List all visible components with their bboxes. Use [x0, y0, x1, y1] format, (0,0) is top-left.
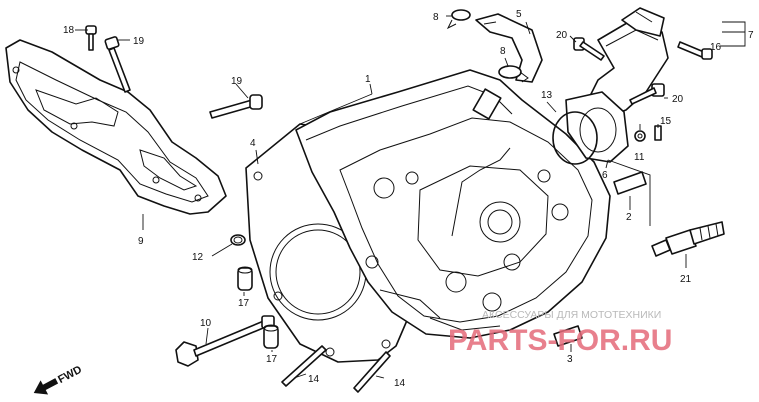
callout-16: 16: [710, 42, 722, 53]
part-8-clamp-lower: [498, 65, 529, 83]
part-1-cylinder-head: [295, 69, 611, 339]
callout-20-upper: 20: [556, 30, 568, 41]
leader-lines: [75, 15, 746, 379]
callout-labels: 1 2 3 4 5 6 7 8 8 9 10 11 12 13 14 14 15…: [63, 9, 754, 389]
part-15-screw: [654, 125, 662, 141]
part-19-bolt-upper: [104, 36, 131, 93]
part-9-side-cover: [5, 39, 227, 215]
part-20-bolt-upper: [573, 37, 605, 61]
part-21-spark-plug: [651, 221, 725, 257]
callout-17-lower: 17: [266, 354, 278, 365]
callout-14-left: 14: [308, 374, 320, 385]
part-20-bolt-lower: [629, 83, 665, 105]
callout-19-upper: 19: [133, 36, 145, 47]
callout-20-lower: 20: [672, 94, 684, 105]
callout-12: 12: [192, 252, 204, 263]
callout-13: 13: [541, 90, 553, 101]
part-2-dowel: [613, 171, 647, 195]
watermark-brand: PARTS-FOR.RU: [448, 324, 672, 357]
callout-9: 9: [138, 236, 144, 247]
part-7-intake-pipe: [587, 7, 669, 119]
callout-14-right: 14: [394, 378, 406, 389]
callout-4: 4: [250, 138, 256, 149]
watermark-subtitle: АКСЕССУАРЫ ДЛЯ МОТОТЕХНИКИ: [482, 309, 661, 321]
part-17-dowel-upper: [237, 266, 253, 291]
callout-8-upper: 8: [433, 12, 439, 23]
callout-17-upper: 17: [238, 298, 250, 309]
callout-8-lower: 8: [500, 46, 506, 57]
callout-5: 5: [516, 9, 522, 20]
callout-11: 11: [634, 152, 645, 163]
part-16-bolt: [677, 41, 713, 60]
callout-10: 10: [200, 318, 212, 329]
callout-19-middle: 19: [231, 76, 243, 87]
part-19-bolt-middle: [209, 94, 263, 119]
callout-2: 2: [626, 212, 632, 223]
part-11-washer: [634, 130, 646, 142]
callout-15: 15: [660, 116, 672, 127]
part-17-dowel-lower: [263, 324, 279, 349]
callout-3: 3: [567, 354, 573, 365]
callout-21: 21: [680, 274, 692, 285]
part-10-bolt: [175, 315, 275, 367]
part-8-clamp-upper: [446, 9, 471, 30]
callout-1: 1: [365, 74, 371, 85]
part-18-bolt: [85, 25, 97, 51]
callout-6: 6: [602, 170, 608, 181]
fwd-arrow-icon: FWD: [33, 364, 84, 395]
part-6-insulator: [565, 91, 629, 163]
part-14-stud-left: [281, 345, 327, 387]
fwd-label: FWD: [56, 364, 84, 386]
watermark: АКСЕССУАРЫ ДЛЯ МОТОТЕХНИКИ PARTS-FOR.RU: [448, 309, 672, 357]
callout-7: 7: [748, 30, 754, 41]
callout-18: 18: [63, 25, 75, 36]
part-13-o-ring: [552, 111, 598, 165]
part-14-stud-right: [353, 351, 391, 393]
part-3-dowel: [553, 325, 583, 347]
part-12-o-ring: [230, 234, 246, 246]
